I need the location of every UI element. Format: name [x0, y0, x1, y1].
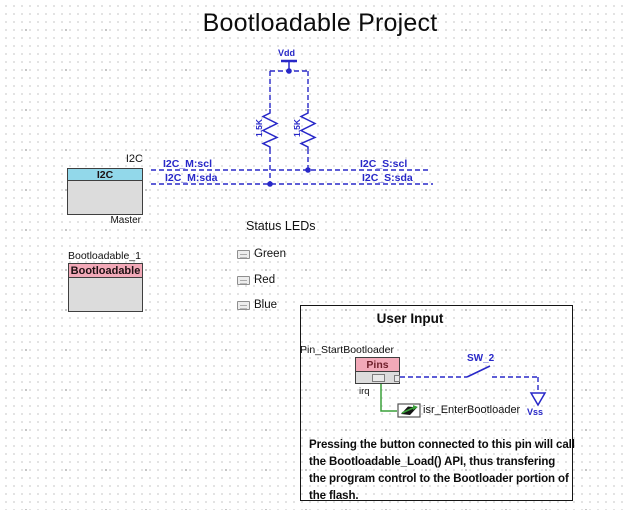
bootloadable-instance-label: Bootloadable_1 [68, 250, 141, 262]
vss-symbol[interactable] [529, 392, 547, 407]
led-label-blue: Blue [254, 299, 278, 311]
led-pin-icon-green[interactable] [237, 250, 250, 259]
irq-label: irq [359, 386, 370, 397]
user-input-group-box [300, 305, 573, 501]
user-input-description: Pressing the button connected to this pi… [309, 439, 575, 502]
scl-junction-dot [305, 167, 311, 173]
user-input-title: User Input [376, 311, 444, 326]
page-title: Bootloadable Project [202, 9, 438, 37]
i2c-footer-label: Master [110, 215, 141, 226]
bootloadable-component-header: Bootloadable [69, 264, 142, 278]
resistor-right-value-label: 1.5K [292, 119, 302, 137]
pin-connection-notch [394, 375, 400, 382]
isr-instance-label: isr_EnterBootloader [423, 404, 521, 416]
vss-label: Vss [527, 407, 544, 417]
status-leds-title: Status LEDs [246, 219, 316, 233]
isr-component-icon[interactable] [397, 403, 421, 418]
vdd-junction-dot [286, 68, 292, 74]
i2c-component-header: I2C [68, 169, 142, 181]
led-label-green: Green [254, 248, 286, 260]
wire-label-i2c-m-sda: I2C_M:sda [165, 172, 218, 184]
switch-lever[interactable] [466, 365, 491, 378]
sda-junction-dot [267, 181, 273, 187]
bootloadable-component[interactable]: Bootloadable [68, 263, 143, 312]
wire-label-i2c-m-scl: I2C_M:scl [163, 158, 213, 170]
led-pin-icon-red[interactable] [237, 276, 250, 285]
switch-label: SW_2 [467, 353, 495, 364]
vdd-label: Vdd [278, 48, 295, 58]
led-label-red: Red [254, 274, 276, 286]
i2c-instance-label: I2C [125, 153, 143, 165]
i2c-component[interactable]: I2C [67, 168, 143, 215]
pin-startbootloader-instance-label: Pin_StartBootloader [300, 344, 394, 356]
led-pin-icon-blue[interactable] [237, 301, 250, 310]
pins-component-header: Pins [356, 358, 399, 372]
resistor-left-value-label: 1.5K [254, 119, 264, 137]
resistor-left-symbol[interactable] [261, 109, 279, 149]
pin-terminal-icon [372, 374, 385, 382]
irq-wire[interactable] [380, 384, 397, 412]
wire-label-i2c-s-scl: I2C_S:scl [360, 158, 408, 170]
pins-component[interactable]: Pins [355, 357, 400, 384]
resistor-right-symbol[interactable] [299, 109, 317, 149]
wire-label-i2c-s-sda: I2C_S:sda [362, 172, 413, 184]
